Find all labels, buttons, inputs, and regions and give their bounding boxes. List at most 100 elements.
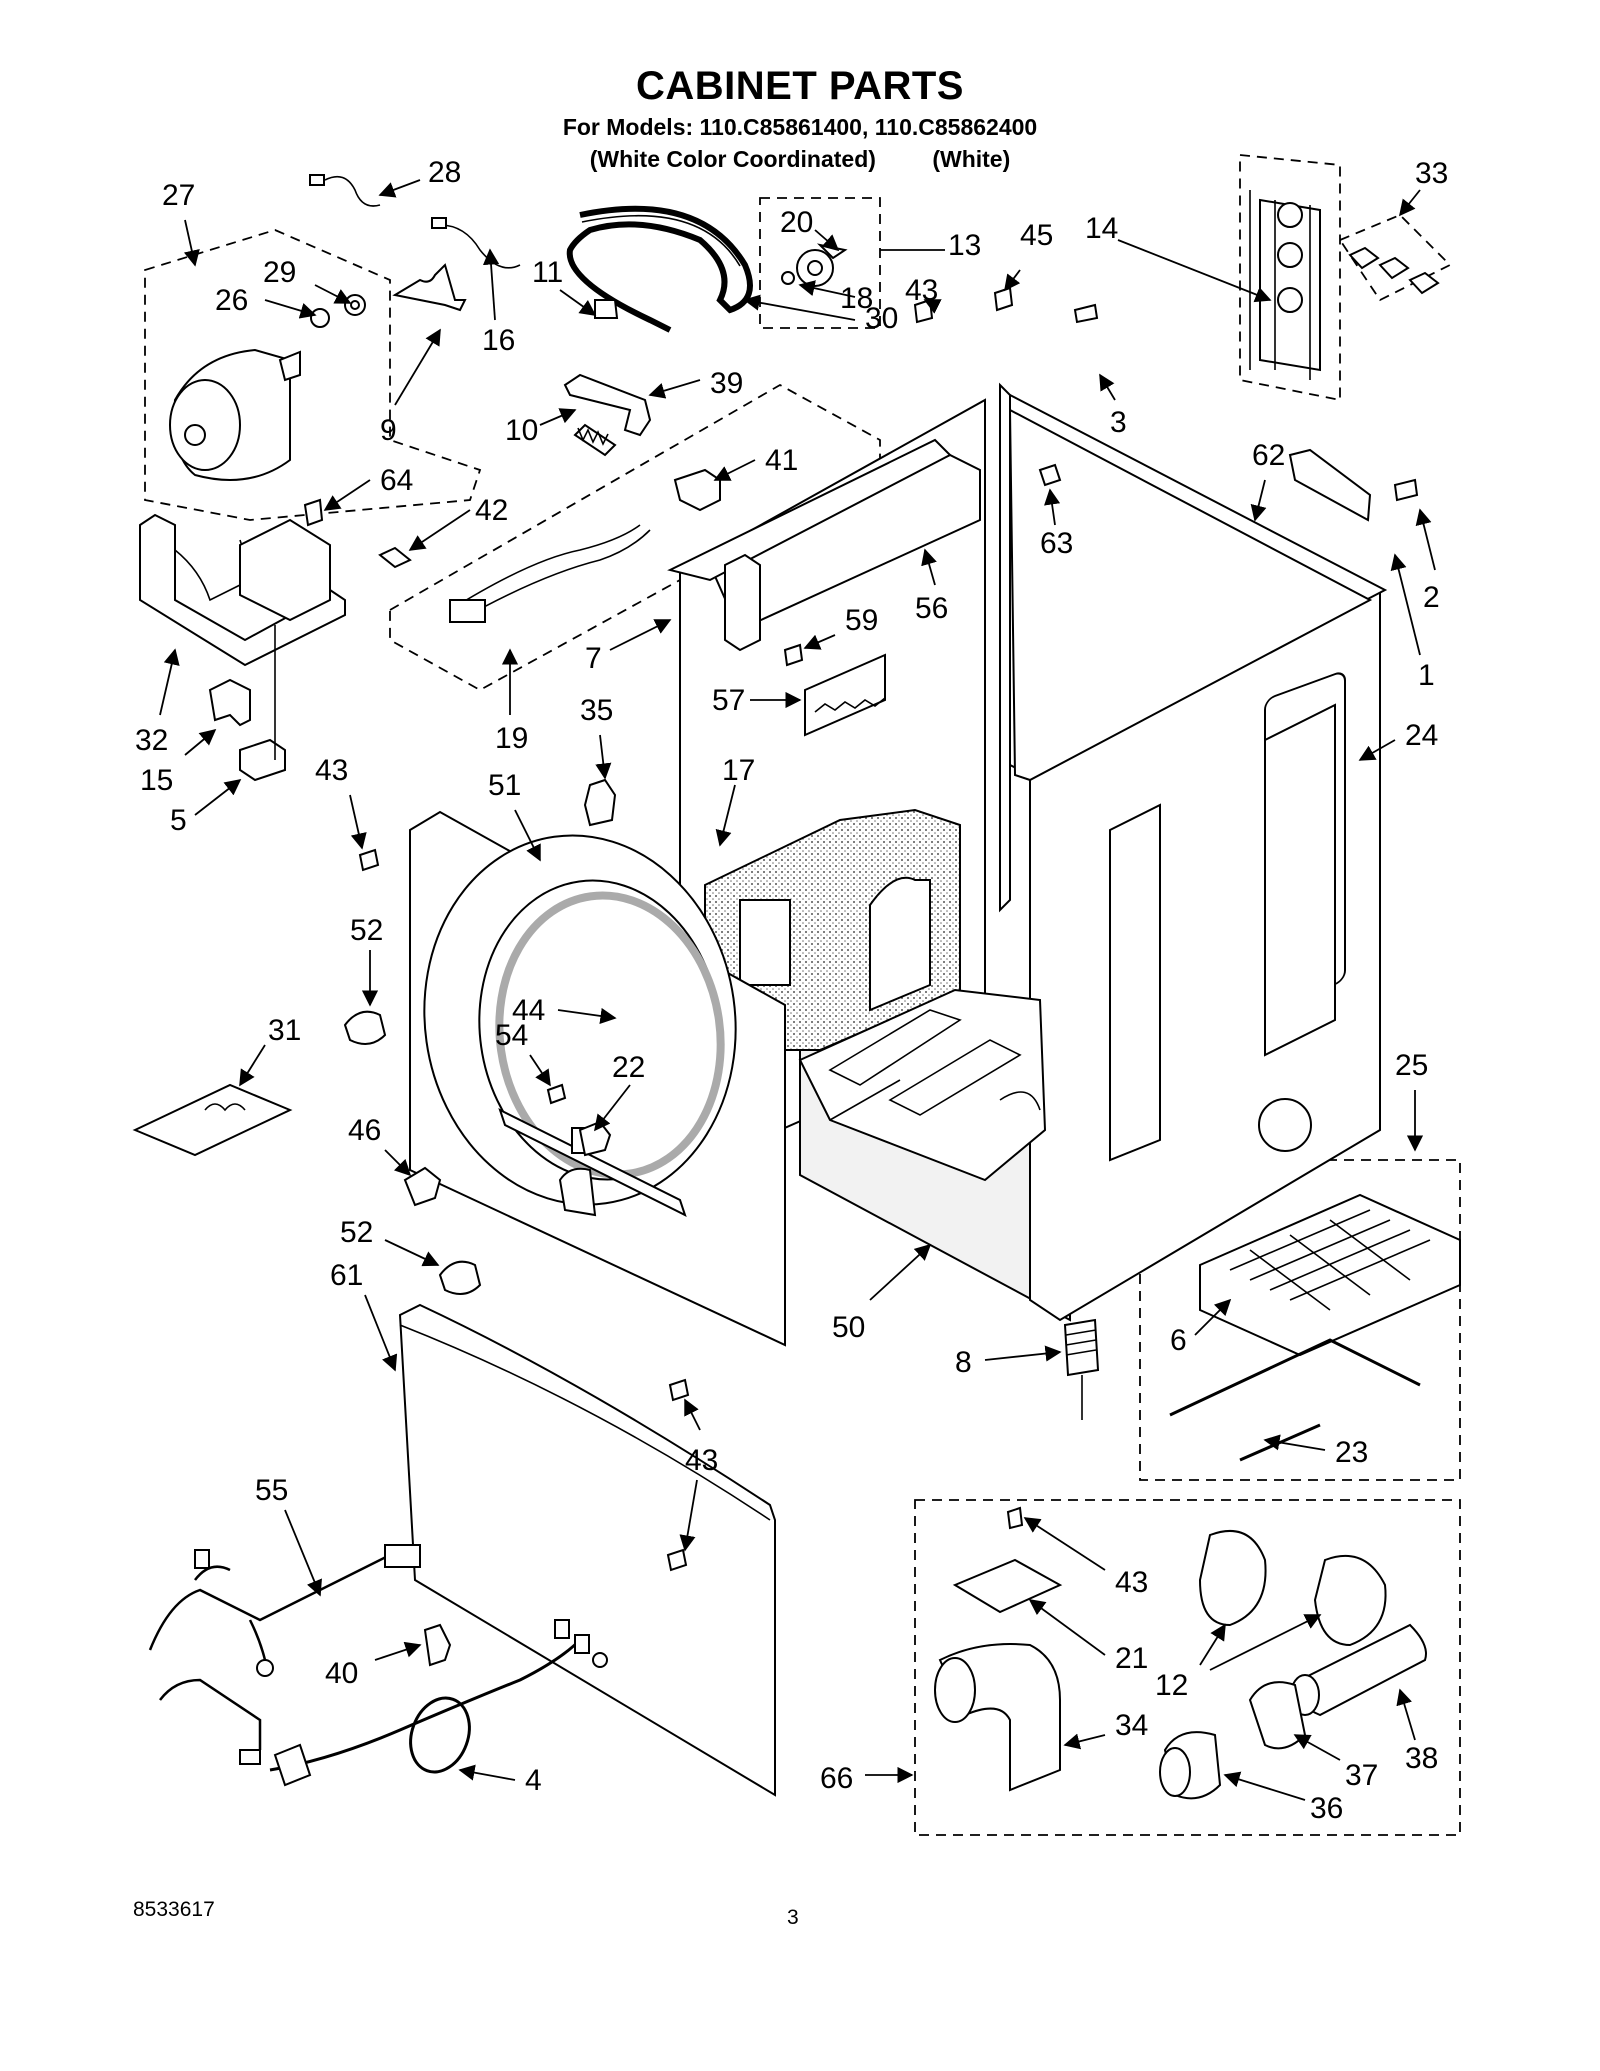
callout-25: 25 [1395,1049,1428,1082]
clamp-37 [1248,1681,1307,1750]
callout-9: 9 [380,414,397,447]
callout-15: 15 [140,764,173,797]
leader-30 [743,294,856,321]
harness-19-plug [449,599,486,623]
motor-clamp-9 [392,263,467,312]
leader-51 [514,809,541,862]
callout-11: 11 [532,256,563,289]
clamp-36-ring [1159,1747,1191,1797]
idler-group-box [759,197,881,329]
cover-plate-62 [1288,448,1372,522]
callout-62: 62 [1252,439,1285,472]
page-title: CABINET PARTS [636,64,964,108]
idler-bolt [594,299,619,319]
leader-56 [921,548,937,586]
duct-slot [739,899,791,986]
plate-21 [952,1558,1063,1614]
door-switch-housing [558,1167,597,1217]
motor-end-bell [169,379,241,471]
wiring-small-parts [132,174,1419,1572]
door-brace [498,1108,687,1217]
callout-37: 37 [1345,1759,1378,1792]
variant-line: (White Color Coordinated) (White) [0,146,1600,173]
belt-idler-assembly [563,205,848,457]
hinge-clip-52-b [438,1260,482,1295]
callout-7: 7 [585,642,602,675]
leader-5 [194,779,242,816]
wire-16-connector [431,217,447,229]
label-57 [804,653,886,737]
leader-11 [559,289,597,316]
callout-59: 59 [845,604,878,637]
screw-59 [783,643,804,667]
leader-23 [1263,1434,1326,1451]
callout-41: 41 [765,444,798,477]
leader-42 [408,509,471,551]
leader-14 [1117,239,1272,303]
exhaust-kit-box [914,1499,1461,1836]
clip-box [1338,213,1452,302]
callout-labels: 1 2 3 4 5 6 7 8 9 10 11 12 13 14 15 16 1… [135,156,1448,1825]
leader-36 [1223,1771,1306,1801]
leader-61 [364,1294,398,1372]
leader-24 [1358,739,1396,761]
callout-33: 33 [1415,157,1448,190]
motor-mount-cradle [174,539,251,602]
harness-19-wires [449,524,651,621]
callout-54: 54 [495,1019,528,1052]
filter-group [1169,1193,1461,1462]
leader-52-b [384,1239,440,1267]
cabinet-assembly [667,382,1388,1322]
harness-55-ring [256,1659,274,1677]
variant-label-1: (White Color Coordinated) [589,146,876,172]
harness-55-end [239,1749,261,1765]
leader-6 [1194,1298,1232,1336]
leveling-leg [1063,1318,1100,1420]
leader-62 [1250,479,1267,522]
leader-2 [1415,508,1436,571]
lever-46 [403,1166,442,1207]
leveling-leg-8 [1063,1318,1100,1377]
bracket-56 [724,553,761,652]
label-57-zigzag [814,697,886,713]
thermal-fuse-41 [673,468,721,512]
leader-29 [314,284,352,304]
wire-28-connector [309,174,325,186]
clip-63 [1038,463,1062,487]
screw-45 [993,286,1014,312]
screw-43-d [666,1548,688,1572]
harness-55-connector [194,1549,210,1569]
leader-33 [1398,189,1421,217]
leader-10 [539,408,577,426]
clip-33-a [1348,246,1380,270]
leveling-leg-threads [1065,1329,1097,1356]
front-panel-assembly [409,810,786,1347]
group-boxes [144,154,1461,1836]
callout-18: 18 [840,282,873,315]
harness-group-box [389,383,881,692]
hood-12-a [1198,1530,1267,1627]
callout-57: 57 [712,684,745,717]
callout-20: 20 [780,206,813,239]
terminal-wires [1249,190,1311,380]
clip-33-b [1378,256,1410,280]
hinge-clip-52-a [343,1010,387,1045]
callout-6: 6 [1170,1324,1187,1357]
toe-panel [398,1303,776,1797]
callout-16: 16 [482,324,515,357]
callout-8: 8 [955,1346,972,1379]
drying-rack-grid [1229,1209,1431,1311]
callout-63: 63 [1040,527,1073,560]
inner-back-wall [1008,408,1373,782]
lint-cover-31-detail [204,1103,246,1112]
callout-56: 56 [915,592,948,625]
callout-55: 55 [255,1474,288,1507]
leader-54 [529,1054,551,1087]
motor-mount [139,513,346,782]
leader-1 [1390,553,1421,656]
callout-51: 51 [488,769,521,802]
drive-belt-inner [581,214,741,267]
terminal-post-3 [1277,287,1303,313]
exhaust-kit [934,1530,1427,1800]
leader-43-d [679,1479,698,1552]
